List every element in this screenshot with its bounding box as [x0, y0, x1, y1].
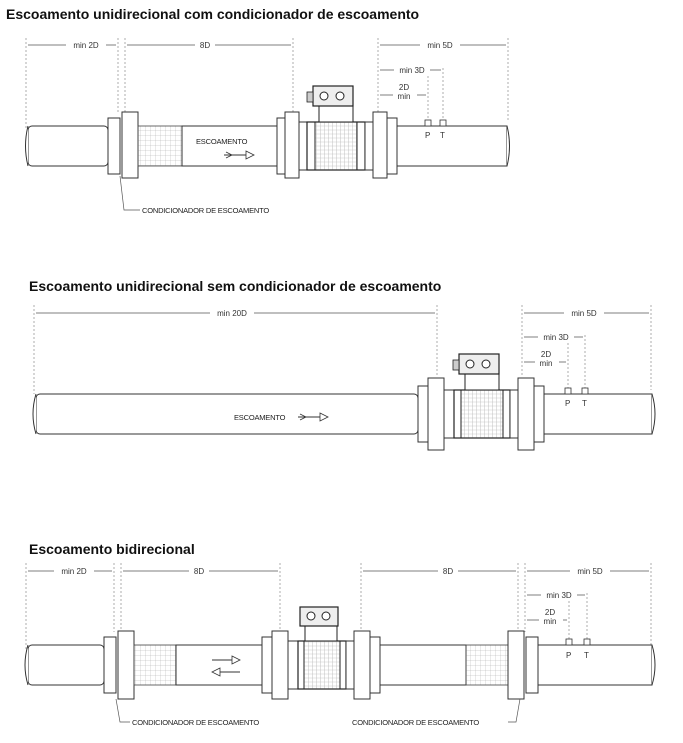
pipe-segment [175, 644, 263, 686]
conditioner-label-3b: CONDICIONADOR DE ESCOAMENTO [352, 718, 479, 727]
dim-mid1-3: 8D [194, 567, 204, 576]
pipe-segment [396, 125, 508, 167]
flange [107, 117, 121, 175]
dim-2d-min-2: min [540, 359, 553, 368]
dim-2d-min-1: min [398, 92, 411, 101]
diagram-2: min 20D min 5D min 3D 2D min P T ESCOAME… [32, 305, 656, 451]
pressure-tap-label-2: P [565, 399, 570, 408]
temp-tap-label-2: T [582, 399, 587, 408]
pressure-tap-label-1: P [425, 131, 430, 140]
flow-conditioner [465, 644, 509, 686]
dim-min3d-3: min 3D [546, 591, 572, 600]
dim-min3d-2: min 3D [543, 333, 569, 342]
pipe-segment [35, 393, 419, 435]
dim-upstream-3: min 2D [61, 567, 87, 576]
pipe-segment [27, 644, 105, 686]
dim-downstream-2: min 5D [571, 309, 597, 318]
section-2-title: Escoamento unidirecional sem condicionad… [29, 278, 442, 294]
transmitter-head [458, 353, 500, 375]
dim-2d-1: 2D [399, 83, 409, 92]
dim-mid-1: 8D [200, 41, 210, 50]
pressure-tap-label-3: P [566, 651, 571, 660]
pipe-segment [537, 644, 653, 686]
dim-min3d-1: min 3D [399, 66, 425, 75]
conditioner-label-1: CONDICIONADOR DE ESCOAMENTO [142, 206, 269, 215]
dim-downstream-1: min 5D [427, 41, 453, 50]
diagram-3: min 2D 8D 8D min 5D min 3D 2D min [24, 563, 656, 727]
conditioner-label-3a: CONDICIONADOR DE ESCOAMENTO [132, 718, 259, 727]
pipe-segment [543, 393, 653, 435]
transmitter-head [299, 606, 339, 627]
pipe-segment [379, 644, 467, 686]
diagram-1: min 2D 8D min 5D min 3D 2D min [25, 38, 510, 215]
temp-tap-label-1: T [440, 131, 445, 140]
flow-label-1: ESCOAMENTO [196, 137, 248, 146]
dimension-lines-1 [25, 38, 509, 128]
pipe-segment [27, 125, 109, 167]
section-3-title: Escoamento bidirecional [29, 541, 195, 557]
dim-upstream-1: min 2D [73, 41, 99, 50]
temp-tap-label-3: T [584, 651, 589, 660]
transmitter-head [312, 85, 354, 107]
pipe-segment [181, 125, 278, 167]
flow-conditioner [133, 644, 177, 686]
section-1-title: Escoamento unidirecional com condicionad… [6, 6, 420, 22]
dim-mid2-3: 8D [443, 567, 453, 576]
bidirectional-arrow-icon [211, 655, 241, 677]
dim-2d-2: 2D [541, 350, 551, 359]
dim-2d-min-3: min [544, 617, 557, 626]
flow-conditioner [137, 125, 183, 167]
dim-downstream-3: min 5D [577, 567, 603, 576]
flow-arrow-icon [224, 150, 255, 160]
dim-2d-3: 2D [545, 608, 555, 617]
dim-upstream-2: min 20D [217, 309, 247, 318]
flow-arrow-icon [298, 412, 329, 422]
flow-label-2: ESCOAMENTO [234, 413, 286, 422]
flange [121, 111, 139, 179]
